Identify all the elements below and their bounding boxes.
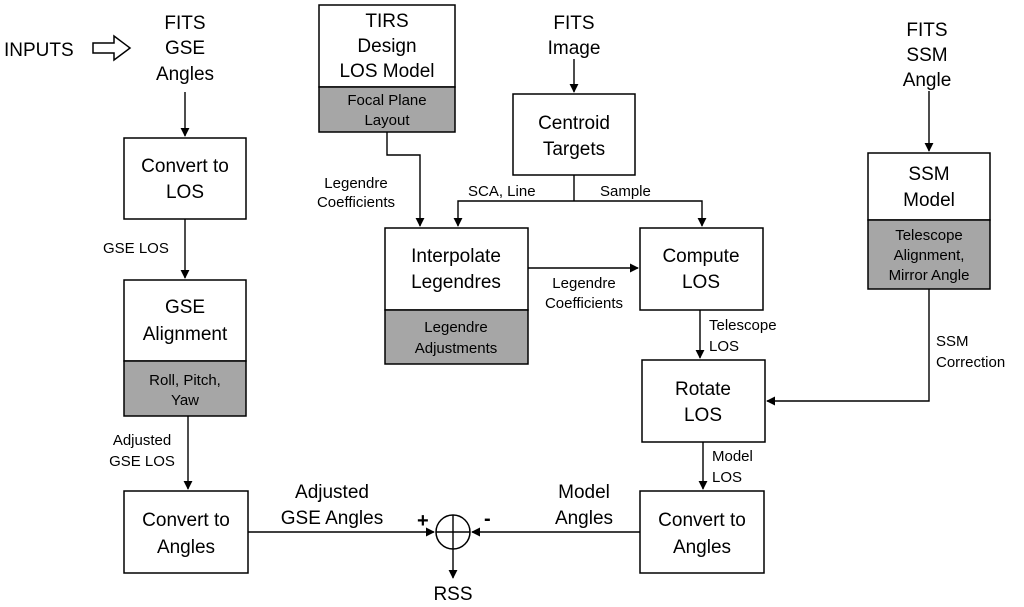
- roll-pitch-yaw-box: Roll, Pitch, Yaw: [123, 360, 247, 417]
- svg-text:FITS: FITS: [906, 20, 947, 41]
- svg-text:LOS: LOS: [682, 272, 720, 293]
- fits-image-input: FITS Image: [548, 13, 601, 59]
- svg-text:Design: Design: [357, 36, 416, 57]
- svg-text:Convert to: Convert to: [658, 510, 746, 531]
- sca-line-label: SCA, Line: [468, 183, 536, 200]
- svg-text:Model: Model: [712, 448, 753, 465]
- inputs-label: INPUTS: [4, 40, 74, 61]
- svg-text:Legendre: Legendre: [324, 175, 387, 192]
- rss-label: RSS: [433, 584, 472, 605]
- svg-text:Model: Model: [903, 190, 955, 211]
- svg-text:Angles: Angles: [673, 537, 731, 558]
- svg-text:FITS: FITS: [164, 13, 205, 34]
- centroid-targets-box: Centroid Targets: [512, 93, 636, 176]
- svg-text:Angles: Angles: [157, 537, 215, 558]
- svg-text:Convert to: Convert to: [142, 510, 230, 531]
- svg-text:TIRS: TIRS: [365, 11, 408, 32]
- arrow-sample-to-compute-los: [574, 200, 707, 227]
- svg-text:GSE: GSE: [165, 38, 205, 59]
- svg-text:Angles: Angles: [156, 64, 214, 85]
- svg-text:GSE: GSE: [165, 297, 205, 318]
- ssm-correction-label: SSM Correction: [936, 333, 1005, 371]
- svg-text:LOS: LOS: [166, 182, 204, 203]
- model-angles-label: Model Angles: [555, 482, 613, 529]
- convert-to-los-box: Convert to LOS: [123, 137, 247, 220]
- tirs-design-los-model-box: TIRS Design LOS Model: [318, 4, 456, 88]
- svg-text:LOS: LOS: [712, 469, 742, 486]
- svg-text:SSM: SSM: [906, 45, 947, 66]
- svg-text:Model: Model: [558, 482, 610, 503]
- telescope-alignment-mirror-angle-box: Telescope Alignment, Mirror Angle: [867, 219, 991, 290]
- legendre-coefficients-top-label: Legendre Coefficients: [317, 175, 395, 211]
- svg-text:Targets: Targets: [543, 139, 605, 160]
- svg-text:SSM: SSM: [908, 164, 949, 185]
- legendre-adjustments-box: Legendre Adjustments: [384, 309, 529, 365]
- svg-text:Coefficients: Coefficients: [317, 194, 395, 211]
- svg-text:Roll, Pitch,: Roll, Pitch,: [149, 372, 221, 389]
- svg-text:Image: Image: [548, 38, 601, 59]
- svg-text:Focal Plane: Focal Plane: [347, 92, 426, 109]
- arrow-focal-plane-to-interpolate: [386, 132, 425, 227]
- svg-text:Convert to: Convert to: [141, 156, 229, 177]
- focal-plane-layout-box: Focal Plane Layout: [318, 86, 456, 133]
- svg-text:Legendre: Legendre: [424, 319, 487, 336]
- ssm-model-box: SSM Model: [867, 152, 991, 221]
- svg-text:Angle: Angle: [903, 70, 952, 91]
- interpolate-legendres-box: Interpolate Legendres: [384, 227, 529, 311]
- svg-text:LOS: LOS: [684, 405, 722, 426]
- svg-text:Telescope: Telescope: [895, 227, 963, 244]
- svg-text:LOS Model: LOS Model: [339, 61, 434, 82]
- convert-to-angles-left-box: Convert to Angles: [123, 490, 249, 574]
- arrow-ssm-model-to-rotate-los: [766, 289, 930, 406]
- plus-sign: +: [417, 510, 429, 532]
- svg-text:Layout: Layout: [364, 112, 410, 129]
- svg-text:Adjusted: Adjusted: [295, 482, 369, 503]
- svg-text:Alignment,: Alignment,: [894, 247, 965, 264]
- svg-text:Legendre: Legendre: [552, 275, 615, 292]
- sample-label: Sample: [600, 183, 651, 200]
- compute-los-box: Compute LOS: [639, 227, 764, 311]
- legendre-coefficients-mid-label: Legendre Coefficients: [545, 275, 623, 312]
- inputs-hollow-arrow: [92, 34, 132, 62]
- svg-text:Adjustments: Adjustments: [415, 340, 498, 357]
- summing-junction: [435, 514, 471, 550]
- svg-text:LOS: LOS: [709, 338, 739, 355]
- rotate-los-box: Rotate LOS: [641, 359, 766, 443]
- gse-alignment-box: GSE Alignment: [123, 279, 247, 362]
- svg-text:Telescope: Telescope: [709, 317, 777, 334]
- svg-text:Correction: Correction: [936, 354, 1005, 371]
- arrow-sca-line-to-interpolate: [453, 200, 574, 227]
- svg-text:GSE Angles: GSE Angles: [281, 508, 383, 529]
- svg-text:GSE LOS: GSE LOS: [109, 453, 175, 470]
- convert-to-angles-right-box: Convert to Angles: [639, 490, 765, 574]
- adjusted-gse-angles-label: Adjusted GSE Angles: [281, 482, 383, 529]
- svg-text:Compute: Compute: [662, 246, 739, 267]
- svg-text:Coefficients: Coefficients: [545, 295, 623, 312]
- svg-text:Yaw: Yaw: [171, 392, 199, 409]
- svg-text:Rotate: Rotate: [675, 379, 731, 400]
- svg-text:Angles: Angles: [555, 508, 613, 529]
- model-los-label: Model LOS: [712, 448, 753, 486]
- svg-text:Adjusted: Adjusted: [113, 432, 171, 449]
- svg-text:Interpolate: Interpolate: [411, 246, 501, 267]
- svg-text:Mirror Angle: Mirror Angle: [889, 267, 970, 284]
- minus-sign: -: [484, 508, 491, 530]
- fits-gse-angles-input: FITS GSE Angles: [156, 13, 214, 85]
- telescope-los-label: Telescope LOS: [709, 317, 777, 355]
- svg-text:Legendres: Legendres: [411, 272, 501, 293]
- svg-text:FITS: FITS: [553, 13, 594, 34]
- gse-los-label: GSE LOS: [103, 240, 169, 257]
- adjusted-gse-los-label: Adjusted GSE LOS: [109, 432, 175, 470]
- svg-text:SSM: SSM: [936, 333, 969, 350]
- svg-text:Centroid: Centroid: [538, 113, 610, 134]
- fits-ssm-angle-input: FITS SSM Angle: [903, 20, 952, 91]
- svg-text:Alignment: Alignment: [143, 324, 228, 345]
